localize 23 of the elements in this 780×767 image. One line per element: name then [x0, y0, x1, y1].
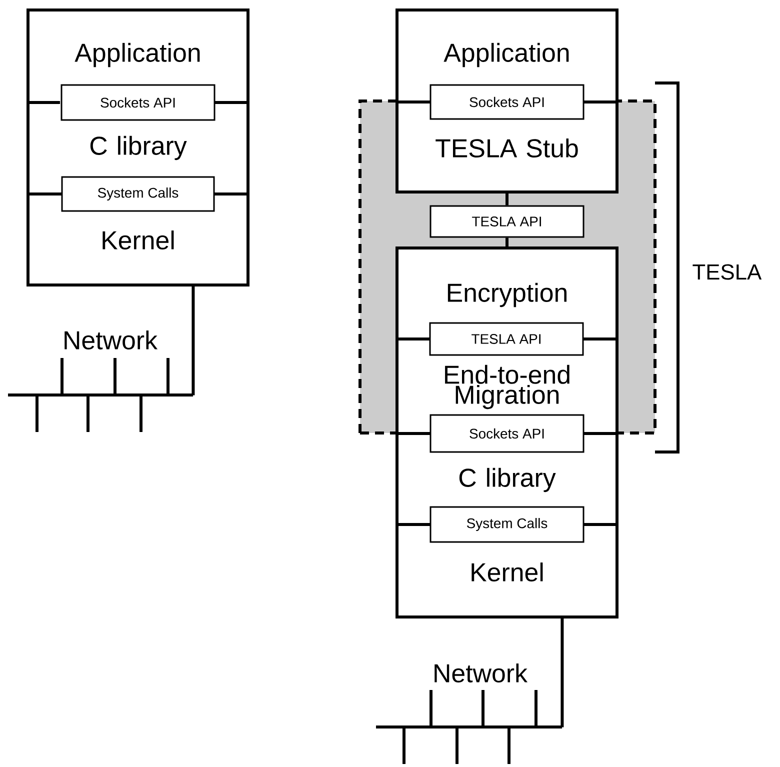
interface-box: System Calls [430, 506, 584, 543]
interface-box: TESLA API [430, 205, 584, 238]
layer-label: Encryption [448, 282, 566, 308]
layer-label: Application [444, 42, 569, 68]
interface-box: Sockets API [430, 84, 584, 120]
bracket-label: TESLA [692, 264, 762, 280]
network-label: Network [434, 663, 528, 682]
interface-box: System Calls [61, 176, 215, 212]
connector-line [506, 238, 508, 246]
layer-label: TESLA Stub [436, 138, 578, 158]
layer-label: Kernel [472, 562, 543, 582]
connector-line [192, 286, 195, 396]
layer-label: End-to-end Migration [445, 364, 570, 410]
layer-label: Application [74, 42, 200, 68]
connector-line [560, 618, 564, 728]
layer-label: C library [90, 136, 187, 160]
interface-box: TESLA API [429, 322, 584, 356]
layer-label: C library [459, 468, 556, 492]
interface-box: Sockets API [430, 414, 584, 453]
network-label: Network [64, 330, 158, 350]
layer-label: Kernel [102, 230, 174, 250]
interface-box: Sockets API [60, 84, 216, 121]
connector-line [506, 194, 508, 206]
